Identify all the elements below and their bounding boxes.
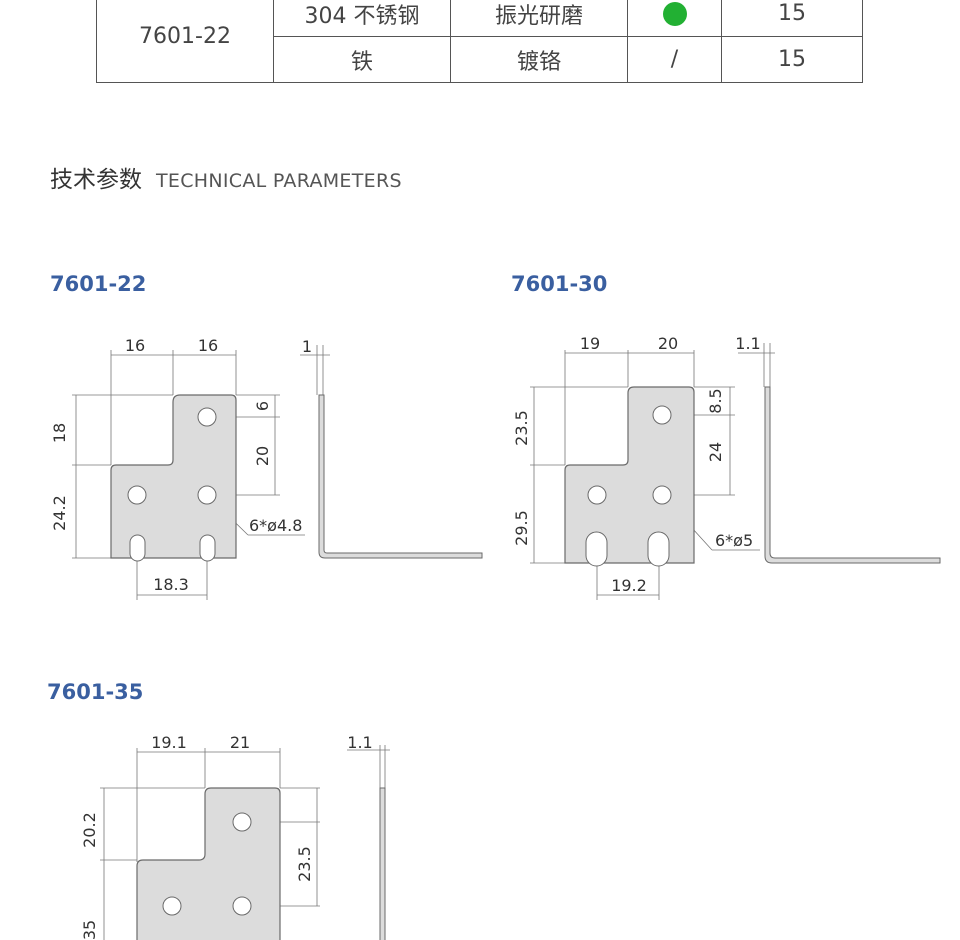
finish-cell: 振光研磨	[450, 0, 628, 37]
side-profile-7601-22	[318, 394, 483, 559]
section-title-en: TECHNICAL PARAMETERS	[156, 170, 402, 192]
model-title-7601-35: 7601-35	[47, 680, 144, 704]
section-title-cn: 技术参数	[50, 167, 142, 193]
material-cell: 铁	[273, 36, 451, 83]
side-profile-7601-35	[379, 787, 386, 940]
dim-right-small: 8.5	[706, 388, 725, 413]
green-dot-icon	[662, 2, 687, 26]
model-title-7601-22: 7601-22	[50, 272, 147, 296]
indicator-cell	[627, 0, 722, 37]
dim-top-left: 19	[580, 334, 600, 353]
section-title: 技术参数 TECHNICAL PARAMETERS	[50, 160, 402, 194]
dims-7601-22: 16 16 18 24.2 6 20 6*ø4.8 18.3 1	[50, 336, 312, 594]
dims-7601-35: 19.1 21 20.2 35 23.5 1.1	[80, 733, 373, 940]
dims-7601-30: 19 20 23.5 29.5 8.5 24 6*ø5 19.2 1.1	[512, 334, 761, 595]
indicator-cell: /	[627, 36, 722, 83]
dim-left-lower: 35	[80, 920, 99, 940]
dim-left-upper: 18	[50, 423, 69, 443]
dim-top-right: 21	[230, 733, 250, 752]
dim-bottom: 19.2	[611, 576, 647, 595]
dim-right-big: 24	[706, 442, 725, 462]
dim-top-left: 16	[125, 336, 145, 355]
dim-right-big: 20	[253, 446, 272, 466]
model-title-7601-30: 7601-30	[511, 272, 608, 296]
dim-thickness: 1.1	[347, 733, 372, 752]
plate-7601-22	[110, 394, 237, 562]
dim-holes: 6*ø5	[715, 531, 753, 550]
dim-left-upper: 20.2	[80, 812, 99, 848]
dim-thickness: 1.1	[735, 334, 760, 353]
dim-bottom: 18.3	[153, 575, 189, 594]
dim-thickness: 1	[302, 337, 312, 356]
qty-cell: 15	[721, 0, 863, 37]
dim-left-upper: 23.5	[512, 410, 531, 446]
side-profile-7601-30	[764, 386, 941, 564]
finish-cell: 镀铬	[450, 36, 628, 83]
dim-top-right: 16	[198, 336, 218, 355]
dim-holes: 6*ø4.8	[249, 516, 302, 535]
table-row: 铁 镀铬 / 15	[97, 36, 863, 83]
dim-top-right: 20	[658, 334, 678, 353]
qty-cell: 15	[721, 36, 863, 83]
material-cell: 304 不锈钢	[273, 0, 451, 37]
model-cell: 7601-22	[96, 0, 274, 83]
plate-7601-35	[136, 787, 281, 940]
plate-7601-30	[564, 386, 695, 567]
dim-right-small: 6	[253, 401, 272, 411]
table-row: 7601-22 304 不锈钢 振光研磨 15	[96, 0, 863, 83]
dim-top-left: 19.1	[151, 733, 187, 752]
dim-left-lower: 24.2	[50, 495, 69, 531]
dim-left-lower: 29.5	[512, 510, 531, 546]
dim-right-big: 23.5	[295, 846, 314, 882]
spec-table: 7601-22 304 不锈钢 振光研磨 15 铁 镀铬 / 15	[96, 0, 863, 83]
